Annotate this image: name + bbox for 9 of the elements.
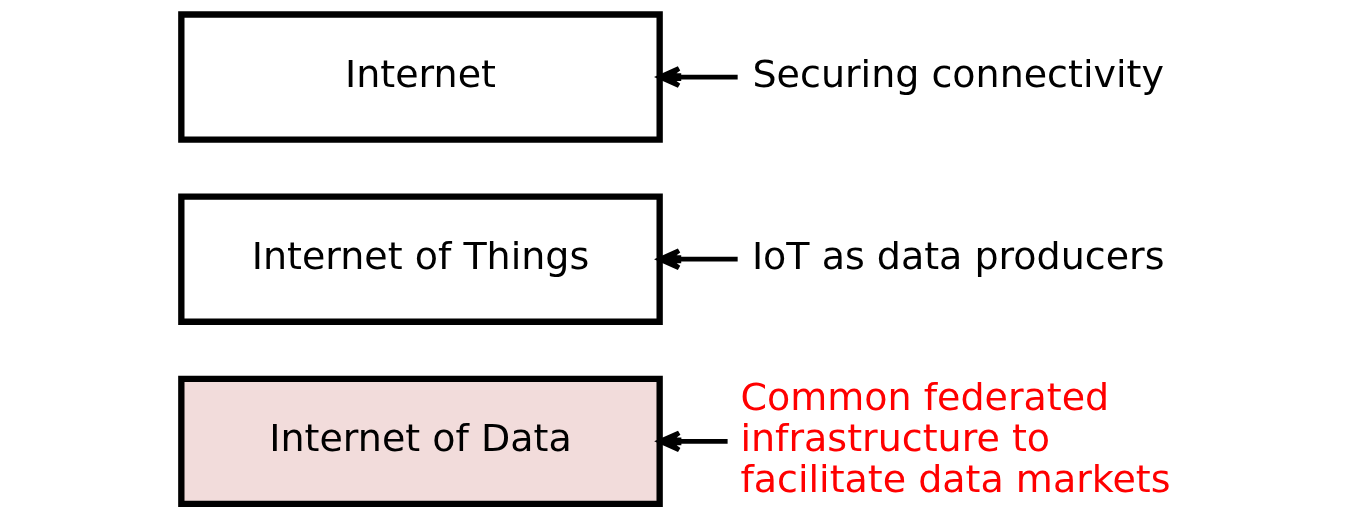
node-text: Securing connectivity [752,51,1164,96]
node-box: Internet of Things [178,193,663,325]
node-box: Internet [178,11,663,143]
arrow [657,248,738,271]
arrow [657,66,738,88]
node-text: IoT as data producers [751,234,1165,279]
arrow [657,430,728,453]
node-text: Common federated infrastructure to facilitate data markets [740,375,1171,502]
node-box: Internet of Data [178,375,663,508]
